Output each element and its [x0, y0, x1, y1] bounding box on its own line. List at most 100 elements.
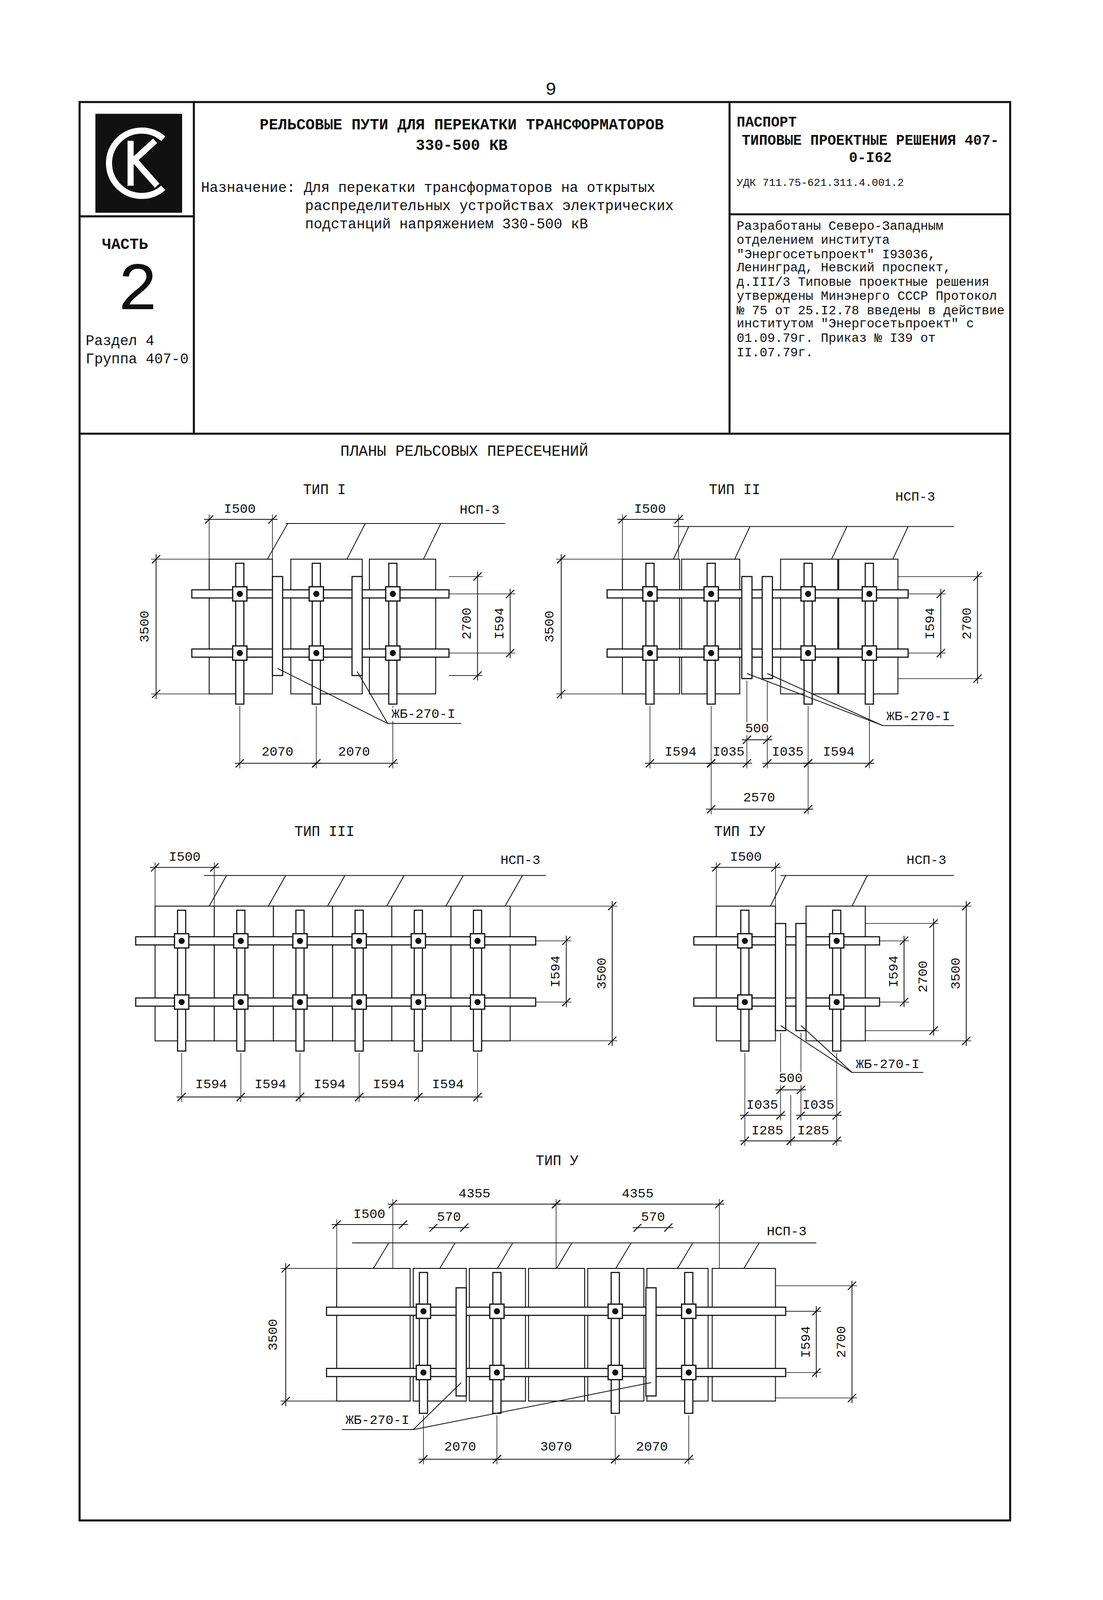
dimension-tick [429, 1223, 438, 1232]
rail-crossing [681, 1365, 697, 1380]
dimension-label: I500 [167, 850, 202, 864]
extension-line [865, 905, 972, 907]
logo-ground [95, 114, 182, 213]
extension-line [150, 558, 210, 560]
dimension-label: 3070 [539, 1440, 574, 1454]
dimension-label: 2070 [337, 745, 372, 759]
crossing-pin [313, 590, 320, 597]
crossing-pin [356, 998, 363, 1005]
extension-line [719, 1198, 720, 1269]
dimension-label: НСП-3 [458, 503, 501, 517]
dimension-label: ТИП IУ [713, 824, 767, 839]
crossing-pin [237, 937, 244, 944]
rail [645, 563, 654, 705]
dimension-line [155, 553, 157, 699]
rail [326, 1307, 786, 1316]
dimension-line [149, 866, 220, 868]
title-block-text: ЧАСТЬ [85, 236, 191, 255]
dimension-line [311, 763, 398, 764]
rail-crossing [174, 933, 190, 948]
dimension-line [795, 1114, 842, 1116]
rail-crossing [489, 1303, 505, 1319]
sheet-heading: 9 [544, 80, 558, 99]
leader-line [445, 875, 464, 907]
dimension-label: 2070 [635, 1440, 670, 1454]
extension-line [510, 1040, 618, 1041]
rail-crossing [608, 1303, 623, 1319]
extension-line [879, 1001, 909, 1003]
frame-line [79, 215, 194, 218]
dimension-label: I594 [194, 1077, 229, 1091]
leader-line [615, 1242, 632, 1269]
crossing-pin [474, 998, 481, 1005]
rail-crossing [174, 994, 190, 1010]
extension-line [280, 1267, 337, 1269]
extension-line [448, 593, 516, 594]
leader-line [673, 526, 955, 528]
rail [473, 910, 482, 1052]
extension-line [535, 940, 572, 941]
dimension-label: НСП-3 [905, 853, 948, 867]
leader-line [851, 875, 868, 907]
dimension-label: I500 [633, 502, 668, 516]
dimension-line [294, 1096, 365, 1098]
rail-crossing [233, 994, 248, 1010]
rail-crossing [470, 994, 485, 1010]
frame-line [79, 432, 1011, 435]
leader-line [386, 875, 404, 907]
extension-line [239, 706, 241, 769]
extension-line [272, 514, 273, 559]
crossing-pin [236, 650, 243, 657]
leader-line [767, 673, 883, 726]
dimension-line [965, 900, 967, 1046]
crossing-pin [237, 998, 244, 1005]
rail-crossing [800, 586, 816, 601]
concrete-slab [336, 1268, 411, 1401]
rail [326, 1368, 786, 1377]
leader-line [327, 875, 345, 907]
leader-line [352, 1242, 817, 1244]
leader-line [556, 1242, 573, 1269]
dimension-line [933, 918, 934, 1036]
dimension-label: I500 [352, 1207, 387, 1221]
dimension-label: I594 [253, 1077, 288, 1091]
concrete-beam [762, 576, 773, 679]
dimension-label: I035 [770, 745, 806, 759]
extension-line [181, 1053, 182, 1103]
dimension-label: 570 [436, 1210, 463, 1224]
crossing-pin [420, 1369, 427, 1376]
rail-crossing [862, 586, 877, 601]
concrete-slab [369, 558, 436, 694]
extension-line [678, 514, 679, 559]
leader-line [285, 523, 506, 524]
extension-line [448, 576, 483, 577]
dimension-label: 500 [744, 721, 771, 736]
dimension-label: I035 [801, 1098, 836, 1112]
leader-line [268, 875, 286, 907]
title-block-text: Разработаны Северо-Западным отделением и… [736, 220, 1007, 361]
rail [354, 910, 363, 1052]
rail-crossing [829, 933, 844, 948]
leader-line [209, 875, 227, 907]
dimension-line [428, 1227, 470, 1229]
title-block-cell: ПАСПОРТТИПОВЫЕ ПРОЕКТНЫЕ РЕШЕНИЯ 407-0-I… [736, 114, 1005, 189]
leader-line [892, 526, 909, 559]
leader-line [423, 523, 441, 559]
extension-line [316, 706, 317, 769]
crossing-pin [296, 998, 304, 1005]
crossing-pin [494, 1369, 501, 1376]
crossing-pin [833, 998, 840, 1005]
rail [388, 563, 397, 705]
extension-line [555, 1198, 557, 1269]
dimension-tick [633, 1223, 642, 1232]
rail-crossing [704, 645, 719, 661]
dimension-label: 2070 [260, 745, 295, 759]
crossing-pin [296, 937, 304, 944]
dimension-label: ЖБ-270-I [390, 707, 457, 721]
crossing-pin [420, 1308, 427, 1315]
leader-line [357, 671, 389, 724]
dimension-label: ЖБ-270-I [344, 1413, 411, 1427]
rail-crossing [292, 994, 308, 1010]
leader-line [851, 1072, 924, 1074]
extension-line [807, 706, 809, 815]
